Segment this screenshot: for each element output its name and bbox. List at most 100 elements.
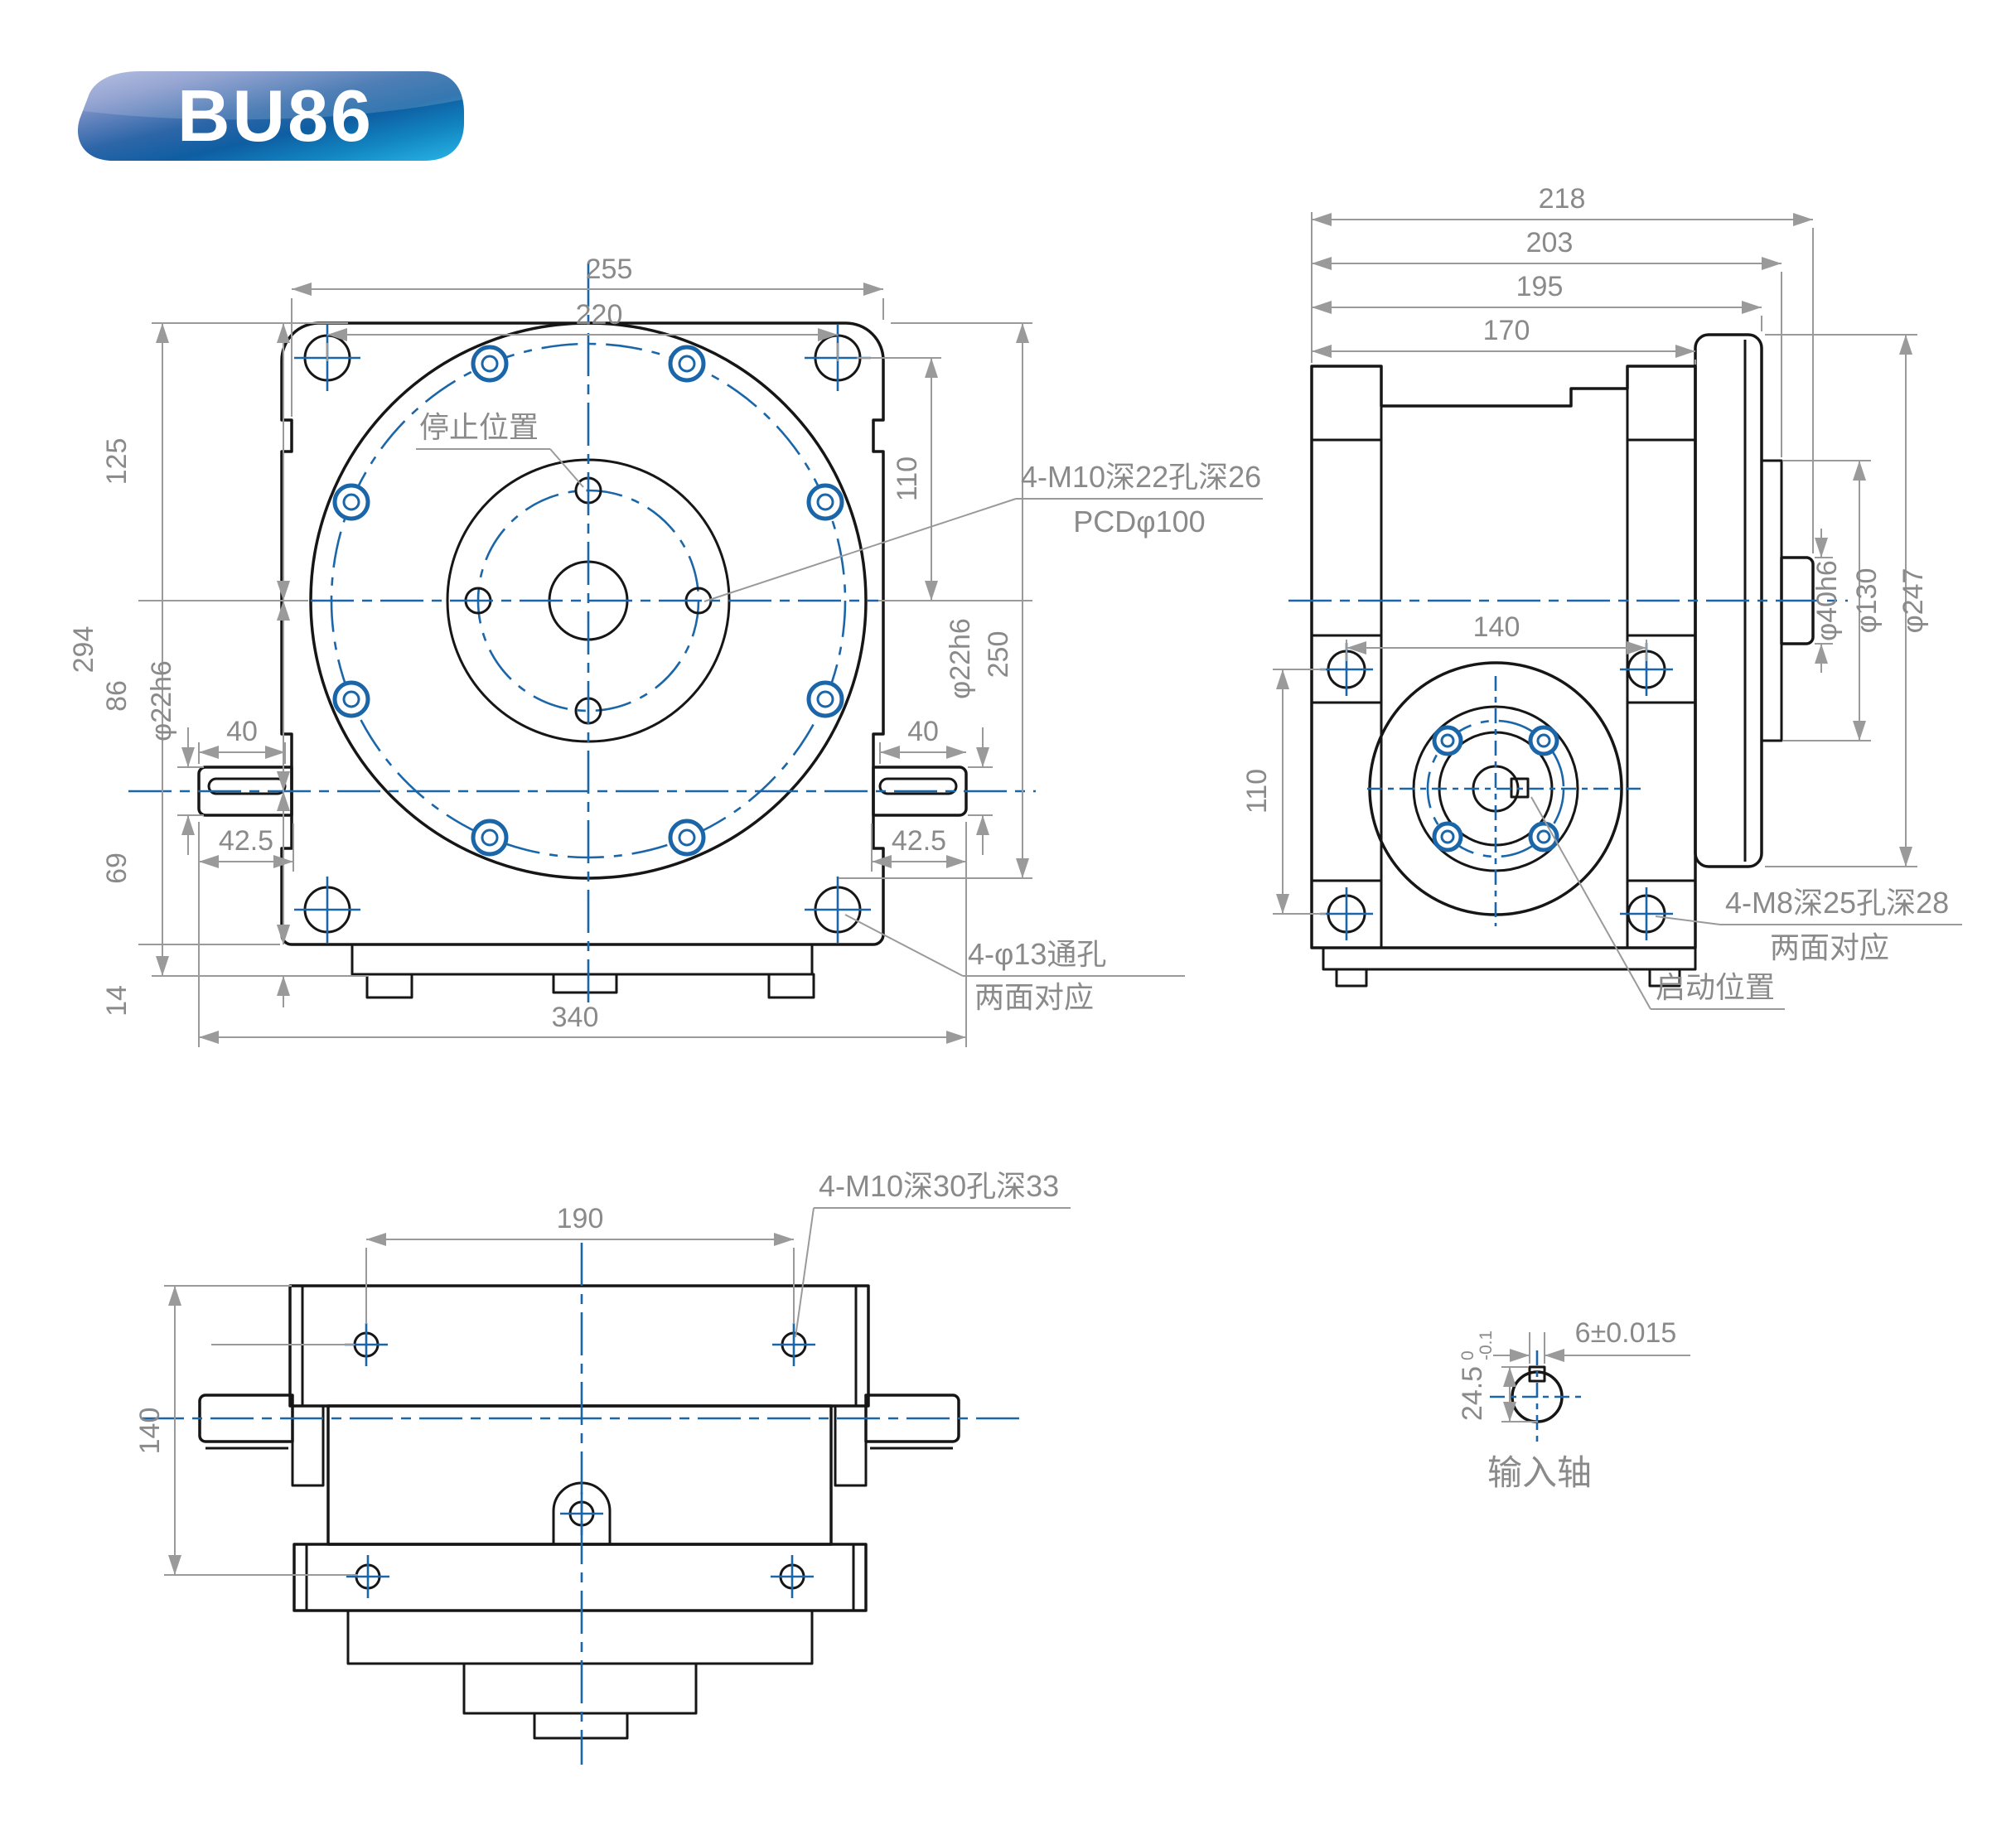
callout-text: 4-M8深25孔深28 [1725, 886, 1949, 920]
dim-key-width: 6±0.015 [1493, 1317, 1690, 1362]
dim-170: 170 [1312, 315, 1695, 358]
side-output-shaft [1780, 556, 1815, 645]
bottom-slab [346, 1609, 814, 1665]
dim-d130: φ130 [1851, 461, 1883, 741]
dim-label: 195 [1516, 271, 1564, 302]
front-foot-right [767, 973, 815, 999]
callout-text: 两面对应 [974, 980, 1094, 1014]
bottom-holes [345, 1323, 815, 1598]
dim-label: 110 [892, 456, 923, 501]
dim-shaft-height: 24.5 0 -0.1 [1457, 1331, 1516, 1422]
front-base-strip [351, 943, 814, 976]
front-extension-lines [138, 298, 1032, 1047]
dim-42_5-right: 42.5 [872, 825, 966, 868]
dim-220: 220 [327, 299, 838, 341]
dim-255: 255 [292, 254, 883, 296]
bottom-left-shaft [198, 1394, 294, 1443]
dim-label: φ22h6 [146, 660, 177, 741]
bottom-extension-lines [164, 1248, 795, 1576]
bottom-body [326, 1404, 833, 1546]
dim-40-right: 40 [880, 716, 966, 759]
screw-icon [332, 680, 370, 718]
dim-label: 218 [1539, 183, 1586, 215]
dim-label: φ40h6 [1811, 560, 1843, 641]
screw-icon [806, 680, 844, 718]
badge-sheen [83, 71, 463, 120]
dim-218: 218 [1312, 183, 1813, 226]
dim-294: 294 [68, 323, 169, 976]
bottom-centerlines [141, 1243, 1019, 1765]
side-centerlines [1288, 599, 1848, 926]
dim-label: 110 [1241, 769, 1273, 814]
dim-label: 42.5 [892, 825, 946, 857]
dim-label: 250 [983, 631, 1014, 679]
dim-label: 86 [101, 680, 133, 712]
bottom-right-shaft [864, 1394, 960, 1443]
dim-label: 14 [101, 985, 133, 1017]
tolerance-lower: -0.1 [1477, 1331, 1496, 1360]
screw-icon [1528, 725, 1559, 756]
dim-label: 255 [586, 254, 633, 285]
dim-42_5-left: 42.5 [199, 825, 293, 868]
detail-centerlines [1490, 1350, 1586, 1443]
dim-label: 40 [907, 716, 939, 747]
outer-screws [332, 345, 844, 857]
dim-label: 42.5 [219, 825, 273, 857]
right-shaft-keyway [878, 777, 958, 795]
dim-shaft-dia-right: φ22h6 [945, 618, 989, 855]
callout-text: 两面对应 [1770, 930, 1889, 964]
bottom-view: 190 140 4-M10深30孔深33 [134, 1169, 1071, 1765]
dim-label: 40 [226, 716, 258, 747]
dim-label: 6±0.015 [1575, 1317, 1677, 1349]
bottom-hole-crosshairs [345, 1323, 815, 1598]
screw-icon [1432, 725, 1463, 756]
right-bearing-plate [834, 1404, 868, 1487]
screw-icon [668, 345, 706, 383]
callout-m10-pcd100: 4-M10深22孔深26 PCDφ100 [703, 460, 1263, 602]
screw-icon [471, 819, 509, 857]
dim-190: 190 [366, 1203, 794, 1246]
right-shaft [872, 766, 968, 817]
model-badge: BU86 [77, 71, 464, 161]
dim-shaft-dia-left: φ22h6 [146, 660, 195, 855]
dim-label: 170 [1483, 315, 1530, 346]
front-view: 255 220 294 125 86 69 14 340 [68, 254, 1263, 1047]
dim-40-left: 40 [199, 716, 285, 759]
side-foot-left [1335, 968, 1368, 988]
side-body-outline [1310, 365, 1697, 949]
dim-label: 140 [134, 1408, 166, 1455]
callout-text: PCDφ100 [1073, 505, 1205, 539]
side-foot-right [1648, 968, 1681, 988]
dim-203: 203 [1312, 227, 1782, 270]
dim-250: 250 [983, 323, 1029, 878]
screw-icon [471, 345, 509, 383]
side-base-strip [1322, 946, 1697, 971]
dim-340: 340 [199, 1002, 966, 1044]
dim-195: 195 [1312, 271, 1762, 314]
dim-d247: φ247 [1898, 335, 1929, 867]
screw-icon [1432, 821, 1463, 853]
callout-text: 4-φ13通孔 [968, 937, 1106, 971]
dim-125: 125 [101, 323, 290, 601]
dim-label: 220 [576, 299, 623, 331]
callout-stop-position: 停止位置 [416, 410, 584, 488]
left-bearing-plate [291, 1404, 325, 1487]
front-centerlines [128, 263, 1036, 1002]
front-plate-outline [280, 321, 885, 946]
dim-140-bottom: 140 [134, 1286, 181, 1575]
dim-110-front: 110 [892, 358, 938, 601]
dim-14: 14 [101, 913, 290, 1017]
callout-m8: 4-M8深25孔深28 两面对应 [1655, 886, 1962, 964]
dim-label: 140 [1473, 611, 1520, 643]
dim-label-group: 24.5 0 -0.1 [1457, 1331, 1496, 1421]
input-shaft-detail: 6±0.015 24.5 0 -0.1 输入轴 [1457, 1317, 1690, 1492]
dim-label: 203 [1526, 227, 1574, 258]
callout-m10-bottom: 4-M10深30孔深33 [795, 1169, 1071, 1338]
callout-start-position: 启动位置 [1530, 796, 1785, 1010]
dim-86: 86 [101, 601, 290, 791]
callout-text: 启动位置 [1656, 970, 1775, 1004]
badge-label: BU86 [177, 75, 374, 157]
dim-110-side: 110 [1241, 669, 1289, 914]
